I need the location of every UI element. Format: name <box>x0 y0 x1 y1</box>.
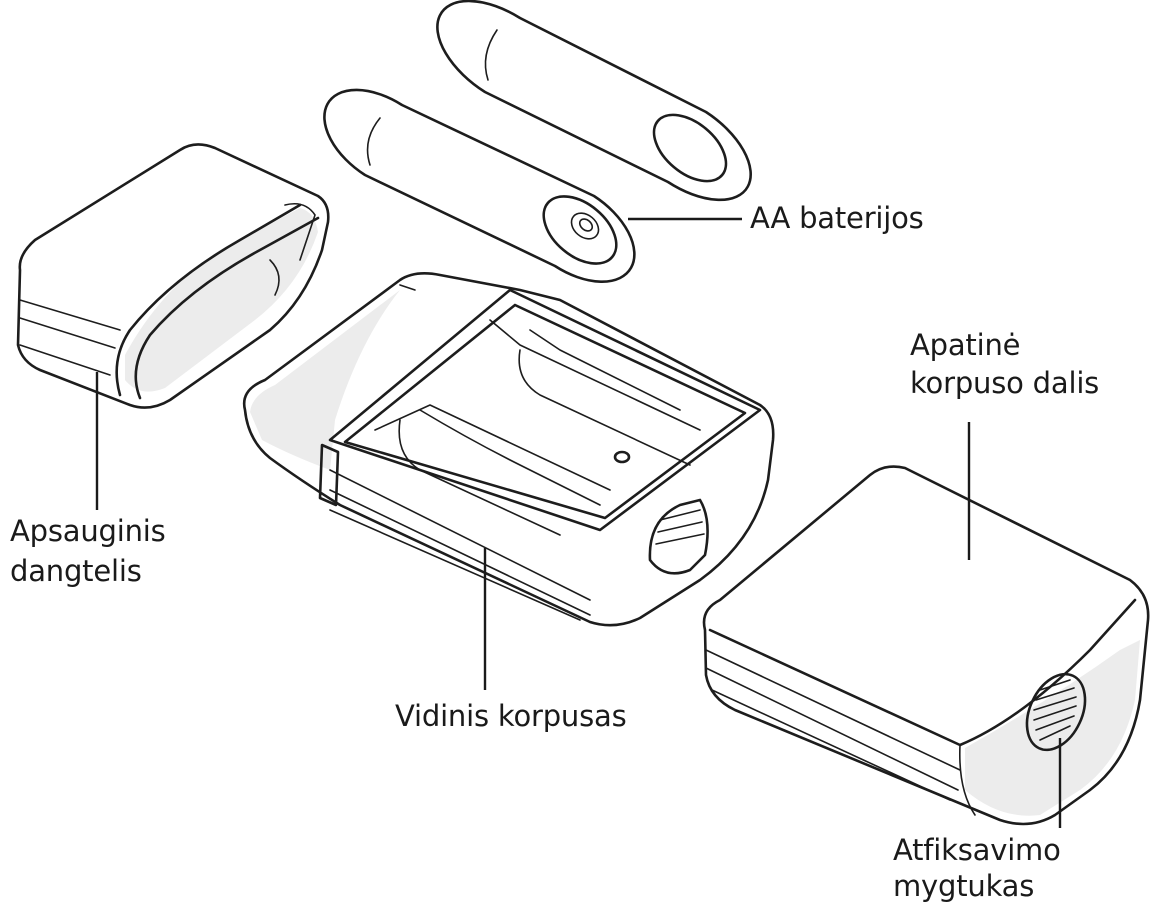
label-protective-cap-line1: Apsauginis <box>10 514 166 548</box>
aa-batteries <box>323 0 753 284</box>
battery-front <box>323 88 636 284</box>
protective-cap <box>16 143 330 409</box>
label-inner-housing: Vidinis korpusas <box>395 699 627 733</box>
label-release-button-line1: Atfiksavimo <box>893 833 1061 867</box>
label-release-button-line2: mygtukas <box>893 869 1035 903</box>
inner-housing <box>242 272 775 627</box>
label-bottom-housing-line1: Apatinė <box>910 328 1021 362</box>
label-aa-batteries: AA baterijos <box>750 201 924 235</box>
label-protective-cap-line2: dangtelis <box>10 554 142 588</box>
release-button <box>1025 672 1087 752</box>
bottom-housing <box>702 465 1150 826</box>
label-bottom-housing-line2: korpuso dalis <box>910 366 1100 400</box>
battery-back <box>436 0 753 202</box>
